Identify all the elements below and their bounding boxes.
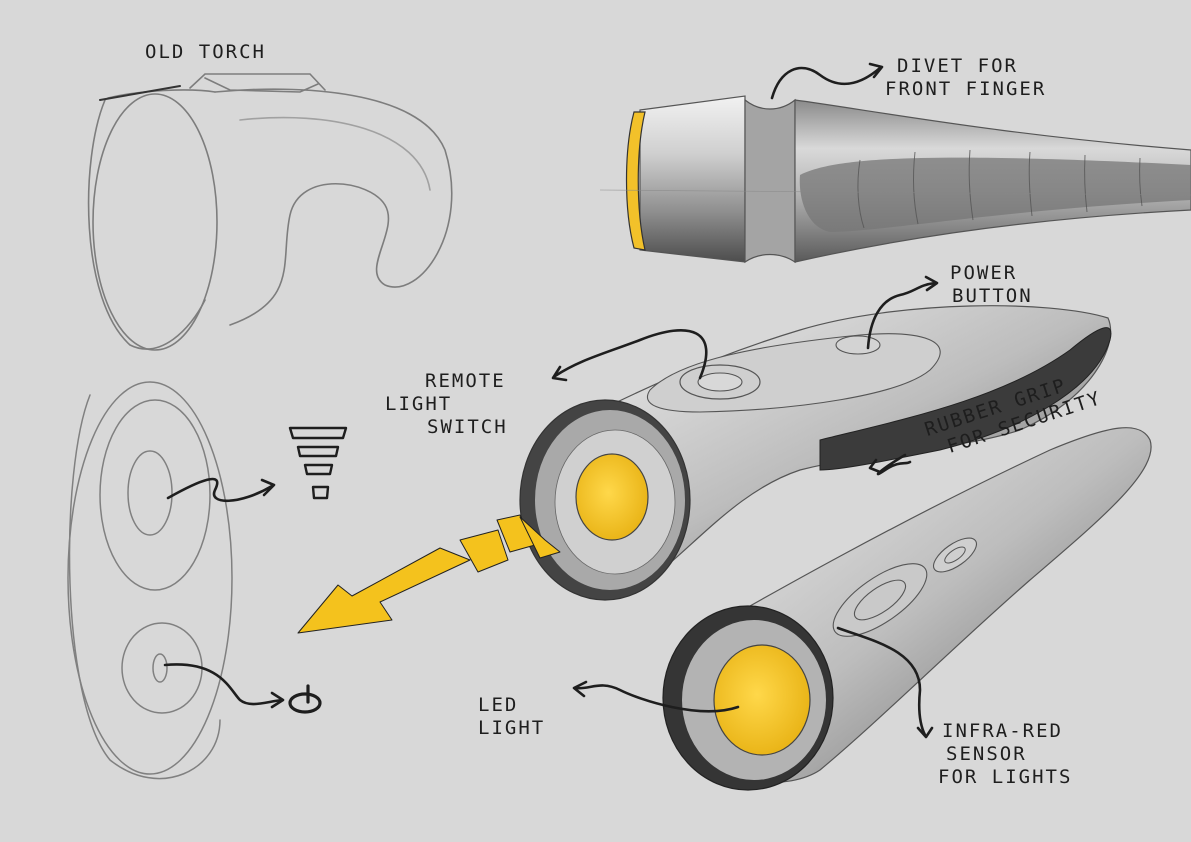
label-remote-switch: Remote Light Switch — [385, 370, 508, 439]
label-power-line-2: Button — [952, 285, 1033, 307]
label-infra-line-1: Infra-Red — [942, 720, 1063, 742]
label-infra-line-3: for Lights — [938, 766, 1073, 788]
signal-bars-icon — [288, 426, 348, 500]
label-infra-line-2: Sensor — [946, 743, 1027, 765]
label-remote-line-2: Light — [385, 393, 453, 415]
torch-bottom-view — [662, 427, 1152, 791]
label-infra-red: Infra-Red Sensor for Lights — [938, 720, 1073, 789]
label-led-light: LED Light — [478, 694, 545, 740]
old-torch-sketch — [87, 73, 453, 351]
label-divet-line-1: Divet for — [897, 55, 1018, 77]
label-old-torch-text: Old Torch — [145, 41, 266, 63]
label-power-button: Power Button — [950, 262, 1033, 308]
label-old-torch: Old Torch — [145, 41, 266, 64]
label-led-line-2: Light — [478, 717, 546, 739]
power-symbol-icon — [288, 684, 322, 714]
label-power-line-1: Power — [950, 262, 1018, 284]
label-divet-line-2: Front Finger — [885, 78, 1047, 100]
torch-front-view-sketch — [67, 381, 233, 780]
label-remote-line-1: Remote — [425, 370, 506, 392]
label-remote-line-3: Switch — [427, 416, 508, 438]
label-divet: Divet for Front Finger — [885, 55, 1046, 101]
torch-three-quarter-view — [519, 305, 1112, 601]
annotation-leaders — [551, 62, 939, 739]
front-view-pointers — [163, 477, 285, 709]
torch-side-view — [599, 95, 1191, 264]
light-beam-arrow — [297, 514, 561, 634]
label-led-line-1: LED — [478, 694, 519, 716]
